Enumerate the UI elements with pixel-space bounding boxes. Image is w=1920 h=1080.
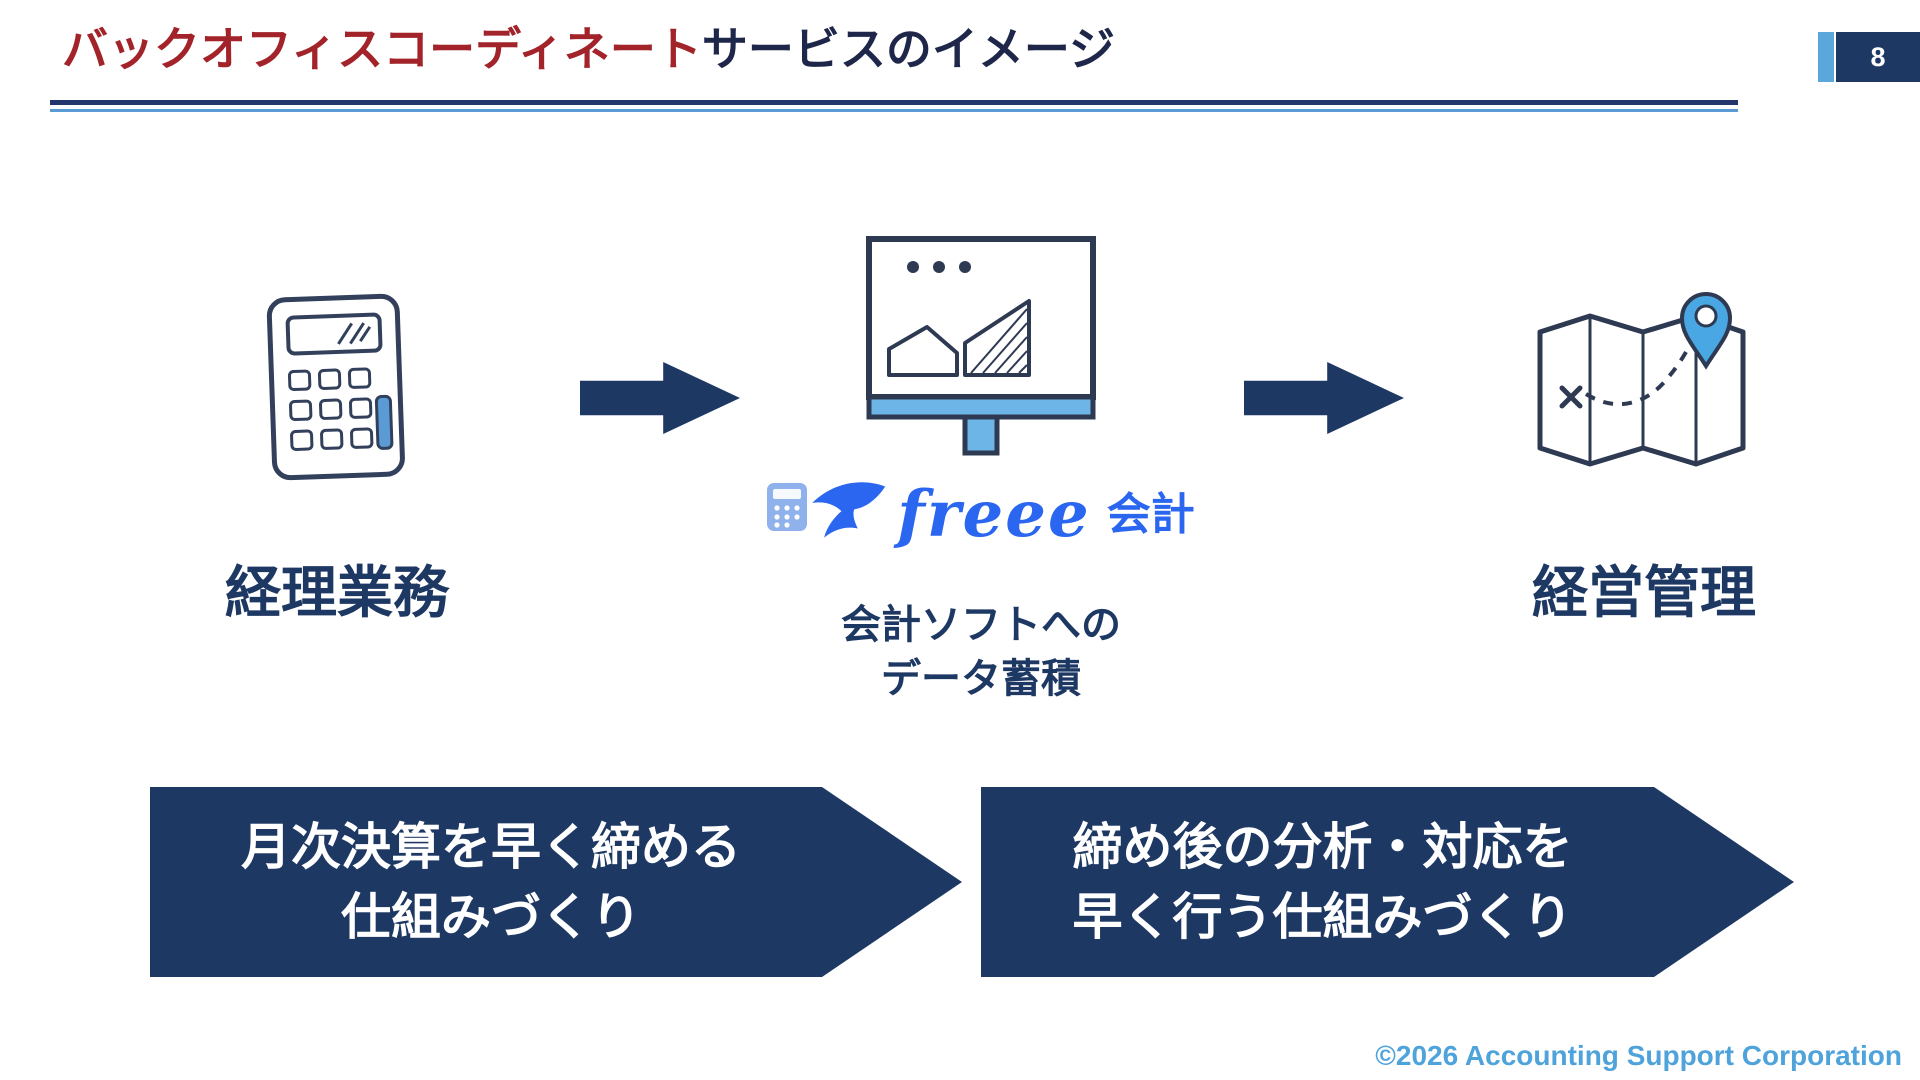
banner-monthly-closing: 月次決算を早く締める 仕組みづくり [150, 787, 962, 977]
banner-line: 早く行う仕組みづくり [1072, 889, 1573, 945]
title-highlight: バックオフィスコーディネート [62, 23, 702, 75]
title-underline-secondary [50, 109, 1738, 112]
label-accounting-work: 経理業務 [225, 561, 449, 624]
banner-line: 締め後の分析・対応を [1072, 819, 1573, 875]
label-management: 経営管理 [1532, 561, 1756, 624]
freee-logo: freee 会計 [690, 472, 1270, 558]
page-number: 8 [1836, 32, 1920, 82]
title-underline-primary [50, 100, 1738, 105]
right-arrow-icon [580, 362, 740, 434]
banner-line: 仕組みづくり [341, 889, 641, 945]
banner-line: 月次決算を早く締める [241, 819, 741, 875]
banner-post-closing-analysis: 締め後の分析・対応を 早く行う仕組みづくり [981, 787, 1794, 977]
caption-data-accumulation: 会計ソフトへの データ蓄積 [731, 598, 1231, 706]
monitor-chart-icon [861, 233, 1101, 473]
calculator-icon [259, 287, 416, 492]
copyright-footer: ©2026 Accounting Support Corporation [1375, 1040, 1902, 1071]
freee-calculator-icon [765, 481, 809, 538]
page-title: バックオフィスコーディネートサービスのイメージ [62, 22, 1115, 77]
freee-swallow-icon [805, 481, 887, 550]
title-rest: サービスのイメージ [701, 23, 1115, 75]
caption-line2: データ蓄積 [881, 657, 1081, 701]
freee-wordmark: freee [897, 477, 1091, 552]
caption-line1: 会計ソフトへの [841, 603, 1121, 647]
page-number-accent-bar [1818, 32, 1834, 82]
freee-product-suffix: 会計 [1106, 490, 1195, 539]
right-arrow-icon [1244, 362, 1404, 434]
map-pin-icon [1528, 280, 1758, 490]
